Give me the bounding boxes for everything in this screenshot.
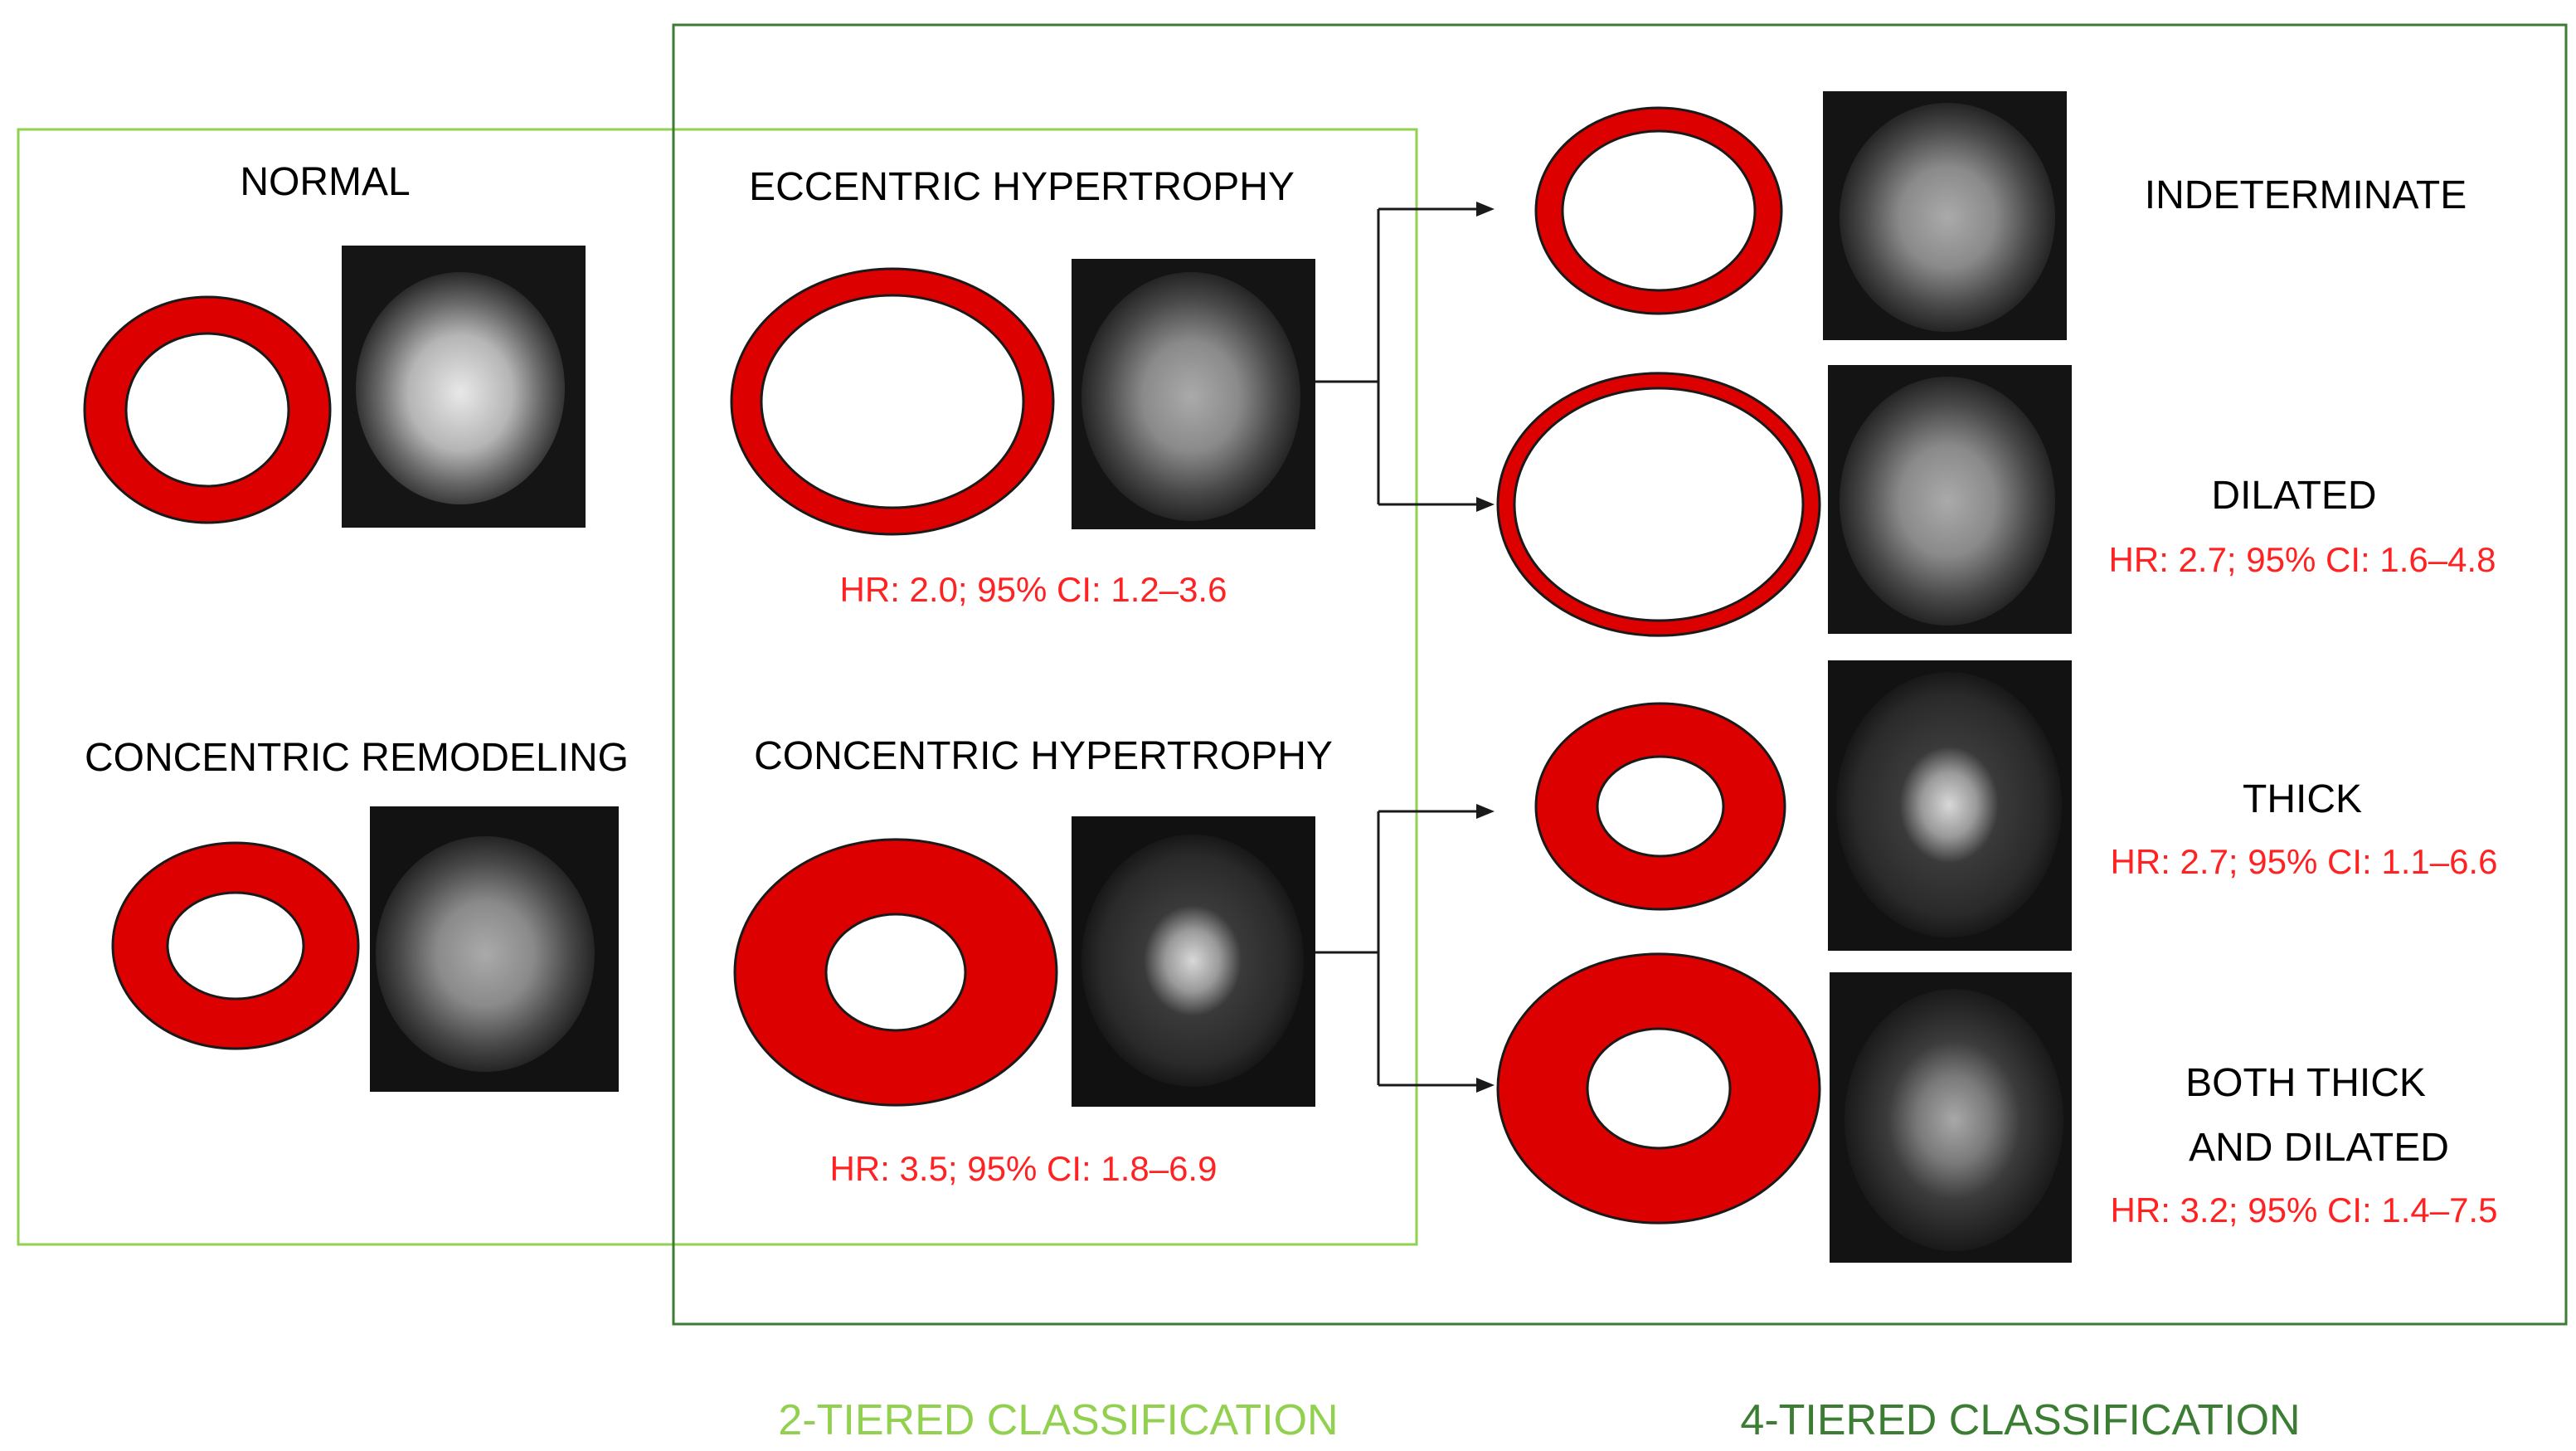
label-indeterminate: INDETERMINATE bbox=[2144, 173, 2467, 217]
arrow-to-indeterminate-icon bbox=[1476, 202, 1495, 217]
four-tiered-box bbox=[672, 23, 2568, 1326]
hr-thick: HR: 2.7; 95% CI: 1.1–6.6 bbox=[2110, 842, 2498, 881]
mri-normal-icon bbox=[342, 246, 586, 528]
mri-indeterminate-icon bbox=[1823, 91, 2067, 340]
hr-eccentric: HR: 2.0; 95% CI: 1.2–3.6 bbox=[839, 570, 1227, 609]
label-both-line2: AND DILATED bbox=[2189, 1126, 2449, 1170]
label-normal: NORMAL bbox=[240, 160, 411, 204]
hr-both: HR: 3.2; 95% CI: 1.4–7.5 bbox=[2110, 1191, 2498, 1229]
hr-concentric: HR: 3.5; 95% CI: 1.8–6.9 bbox=[829, 1149, 1218, 1188]
ring-concentric-hypertrophy-icon bbox=[733, 838, 1058, 1107]
caption-two-tiered: 2-TIERED CLASSIFICATION bbox=[778, 1396, 1339, 1444]
mri-eccentric-hypertrophy-icon bbox=[1072, 259, 1315, 529]
label-eccentric-hypertrophy: ECCENTRIC HYPERTROPHY bbox=[749, 165, 1295, 209]
eccentric-branch-connector bbox=[1315, 207, 1478, 506]
ring-eccentric-hypertrophy-icon bbox=[730, 267, 1055, 536]
label-thick: THICK bbox=[2243, 777, 2362, 821]
ring-normal-icon bbox=[83, 295, 332, 524]
mri-concentric-hypertrophy-icon bbox=[1072, 816, 1315, 1107]
label-concentric-hypertrophy: CONCENTRIC HYPERTROPHY bbox=[754, 734, 1333, 778]
mri-thick-icon bbox=[1828, 660, 2072, 951]
concentric-branch-connector bbox=[1315, 810, 1478, 1087]
ring-dilated-icon bbox=[1496, 372, 1821, 637]
two-tiered-box bbox=[17, 128, 1418, 1246]
ring-thick-icon bbox=[1534, 702, 1786, 911]
label-dilated: DILATED bbox=[2211, 474, 2377, 518]
ring-indeterminate-icon bbox=[1534, 106, 1783, 315]
mri-both-icon bbox=[1830, 972, 2072, 1263]
arrow-to-dilated-icon bbox=[1476, 497, 1495, 512]
label-both-line1: BOTH THICK bbox=[2185, 1061, 2426, 1105]
mri-dilated-icon bbox=[1828, 365, 2072, 634]
hr-dilated: HR: 2.7; 95% CI: 1.6–4.8 bbox=[2108, 540, 2496, 579]
ring-both-icon bbox=[1496, 952, 1821, 1225]
arrow-to-thick-icon bbox=[1476, 804, 1495, 819]
mri-concentric-remodeling-icon bbox=[370, 806, 619, 1092]
arrow-to-both-icon bbox=[1476, 1078, 1495, 1093]
label-concentric-remodeling: CONCENTRIC REMODELING bbox=[84, 736, 629, 780]
ring-concentric-remodeling-icon bbox=[111, 841, 360, 1050]
caption-four-tiered: 4-TIERED CLASSIFICATION bbox=[1740, 1396, 2301, 1444]
